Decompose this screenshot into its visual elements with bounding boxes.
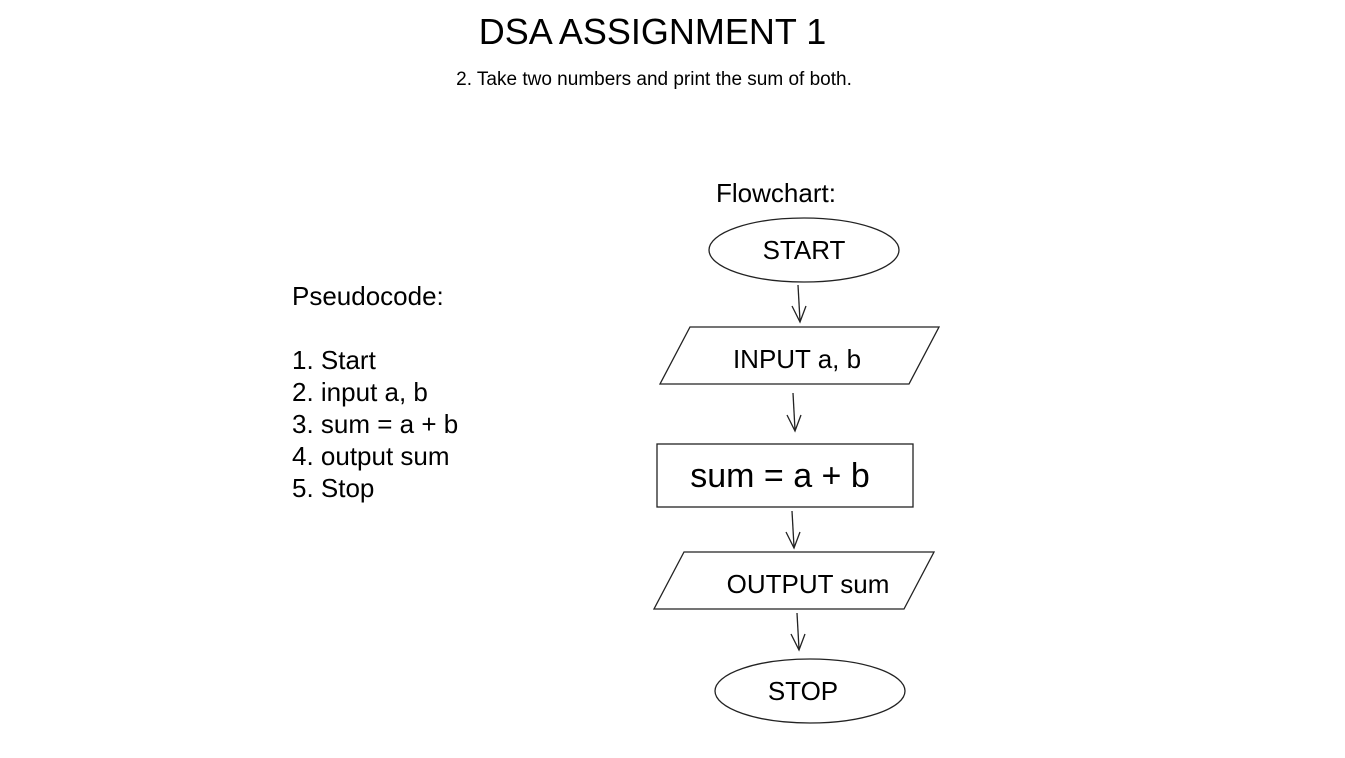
question-text: 2. Take two numbers and print the sum of… bbox=[456, 69, 852, 90]
flowchart-heading: Flowchart: bbox=[716, 178, 836, 208]
pseudocode-step: 1. Start bbox=[292, 345, 376, 375]
arrow-line bbox=[791, 510, 795, 548]
process-label: sum = a + b bbox=[690, 457, 870, 495]
flow-arrow bbox=[786, 392, 802, 433]
start-terminator-shape bbox=[708, 217, 900, 283]
arrow-head bbox=[790, 633, 806, 652]
pseudocode-step: 5. Stop bbox=[292, 473, 375, 503]
process-rectangle-shape bbox=[656, 443, 914, 508]
flow-node-input: INPUT a, b bbox=[658, 326, 941, 385]
pseudocode-step: 2. input a, b bbox=[292, 377, 428, 407]
stop-label: STOP bbox=[768, 676, 838, 706]
start-label: START bbox=[763, 235, 846, 265]
output-label: OUTPUT sum bbox=[727, 569, 890, 599]
output-parallelogram-shape bbox=[652, 551, 936, 610]
arrow-head bbox=[786, 414, 802, 433]
arrow-head bbox=[785, 531, 801, 550]
arrow-line bbox=[796, 612, 800, 650]
input-parallelogram-shape bbox=[658, 326, 941, 385]
arrow-line bbox=[792, 392, 796, 431]
flow-arrow bbox=[785, 510, 801, 550]
document-title: DSA ASSIGNMENT 1 bbox=[478, 11, 827, 52]
flow-node-process: sum = a + b bbox=[656, 443, 914, 508]
pseudocode-heading: Pseudocode: bbox=[292, 281, 444, 311]
arrow-head bbox=[791, 305, 807, 324]
flow-node-start: START bbox=[708, 217, 900, 283]
input-label: INPUT a, b bbox=[733, 344, 861, 374]
stop-terminator-shape bbox=[714, 658, 906, 724]
pseudocode-step: 4. output sum bbox=[292, 441, 450, 471]
flow-arrow bbox=[791, 284, 807, 324]
flow-node-output: OUTPUT sum bbox=[652, 551, 936, 610]
pseudocode-steps: 1. Start 2. input a, b 3. sum = a + b 4.… bbox=[292, 344, 458, 504]
pseudocode-step: 3. sum = a + b bbox=[292, 409, 459, 439]
arrow-line bbox=[797, 284, 801, 322]
flow-node-stop: STOP bbox=[714, 658, 906, 724]
flow-arrow bbox=[790, 612, 806, 652]
pseudocode-section: Pseudocode: 1. Start 2. input a, b 3. su… bbox=[292, 280, 458, 504]
